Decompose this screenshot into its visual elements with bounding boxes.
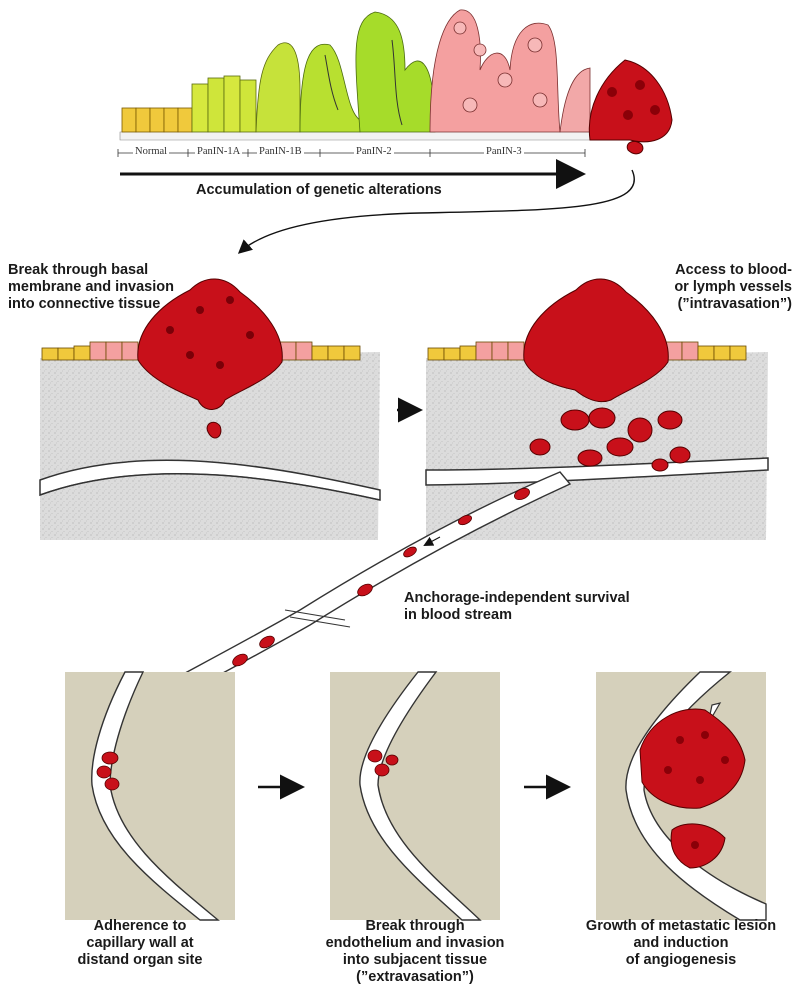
stage-panin-1a: PanIN-1A bbox=[195, 146, 243, 157]
extravasation-line-1: Break through bbox=[365, 918, 465, 934]
intravasation-line-2: or lymph vessels bbox=[674, 279, 792, 295]
growth-line-3: of angiogenesis bbox=[625, 952, 737, 968]
intravasation-label: Access to blood- or lymph vessels (”intr… bbox=[560, 262, 792, 313]
panin-1b-epithelium bbox=[299, 43, 361, 133]
intravasation-line-1: Access to blood- bbox=[675, 262, 792, 278]
epithelium-row-left bbox=[41, 341, 361, 361]
stage-normal: Normal bbox=[133, 146, 170, 157]
invasion-line-1: Break through basal bbox=[8, 262, 149, 278]
panel-extravasation bbox=[330, 671, 500, 921]
tumor-mass-left bbox=[137, 278, 283, 410]
normal-epithelium bbox=[121, 107, 193, 133]
extravasation-line-3: into subjacent tissue bbox=[342, 952, 488, 968]
panel-adherence bbox=[65, 671, 235, 921]
stage-panin-2: PanIN-2 bbox=[354, 146, 394, 157]
growth-line-1: Growth of metastatic lesion bbox=[585, 918, 777, 934]
invasion-line-3: into connective tissue bbox=[8, 296, 161, 312]
panin-2-epithelium bbox=[355, 11, 436, 133]
invasion-panel bbox=[39, 278, 381, 540]
stage-panin-3: PanIN-3 bbox=[484, 146, 524, 157]
invading-cell-left bbox=[206, 421, 222, 439]
accumulation-label: Accumulation of genetic alterations bbox=[196, 182, 442, 198]
panin-1a-epithelium bbox=[191, 42, 301, 133]
panin-3-epithelium bbox=[429, 9, 591, 133]
growth-label: Growth of metastatic lesion and inductio… bbox=[566, 918, 796, 969]
adherence-line-3: distand organ site bbox=[77, 952, 203, 968]
adherence-label: Adherence to capillary wall at distand o… bbox=[40, 918, 240, 969]
extravasation-label: Break through endothelium and invasion i… bbox=[300, 918, 530, 986]
adherence-line-1: Adherence to bbox=[93, 918, 187, 934]
growth-line-2: and induction bbox=[633, 935, 729, 951]
intravasation-panel bbox=[425, 278, 769, 540]
extravasation-line-2: endothelium and invasion bbox=[325, 935, 505, 951]
survival-line-1: Anchorage-independent survival bbox=[404, 590, 630, 606]
metastatic-lesion bbox=[639, 708, 746, 809]
dispersing-cells bbox=[529, 407, 691, 472]
survival-label: Anchorage-independent survival in blood … bbox=[404, 590, 630, 624]
adherence-line-2: capillary wall at bbox=[86, 935, 194, 951]
panel-growth bbox=[596, 671, 767, 921]
invasion-label: Break through basal membrane and invasio… bbox=[8, 262, 174, 313]
extravasation-line-4: (”extravasation”) bbox=[356, 969, 474, 985]
invasion-line-2: membrane and invasion bbox=[8, 279, 174, 295]
panin-progression bbox=[117, 9, 673, 189]
tumor-mass-right bbox=[523, 278, 669, 403]
survival-line-2: in blood stream bbox=[404, 607, 512, 623]
curved-arrow-top bbox=[237, 169, 635, 254]
stage-panin-1b: PanIN-1B bbox=[257, 146, 304, 157]
intravasation-line-3: (”intravasation”) bbox=[677, 296, 792, 312]
invasive-carcinoma bbox=[588, 59, 673, 155]
